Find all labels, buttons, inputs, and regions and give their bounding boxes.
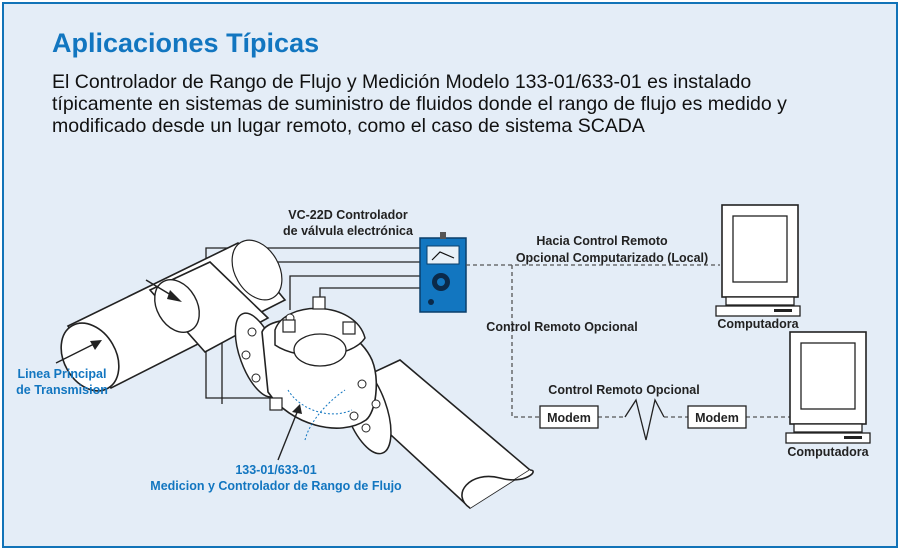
controller-label-line1: VC-22D Controlador: [288, 208, 408, 222]
valve-label-line1: 133-01/633-01: [235, 463, 316, 477]
modem-icon: [539, 405, 599, 429]
computer-1-label: Computadora: [717, 317, 799, 331]
valve-icon: [234, 296, 392, 455]
optional-remote-label-1: Control Remoto Opcional: [486, 320, 637, 334]
remote-label-line2: Opcional Computarizado (Local): [516, 251, 708, 265]
modem-icon: [687, 405, 747, 429]
computer-icon: [785, 331, 871, 444]
optional-remote-label-2: Control Remoto Opcional: [548, 383, 699, 397]
arrow-icon: [55, 340, 102, 364]
computer-2-label: Computadora: [787, 445, 869, 459]
telephone-line-icon: [624, 398, 665, 441]
flow-arrow-icon: [145, 279, 182, 302]
description-text: El Controlador de Rango de Flujo y Medic…: [52, 71, 787, 137]
pipe-icon: [338, 359, 534, 510]
valve-label-line2: Medicion y Controlador de Rango de Flujo: [150, 479, 402, 493]
computer-icon: [715, 204, 801, 317]
arrow-icon: [277, 404, 302, 461]
main-line-label-line1: Linea Principal: [18, 367, 107, 381]
page-title: Aplicaciones Típicas: [52, 28, 320, 58]
modem-left-label: Modem: [547, 411, 591, 425]
remote-label-line1: Hacia Control Remoto: [536, 234, 668, 248]
modem-right-label: Modem: [695, 411, 739, 425]
controller-label-line2: de válvula electrónica: [283, 224, 414, 238]
main-line-label-line2: de Transmision: [16, 383, 108, 397]
controller-icon: [419, 232, 467, 313]
signal-lines: [466, 264, 790, 418]
